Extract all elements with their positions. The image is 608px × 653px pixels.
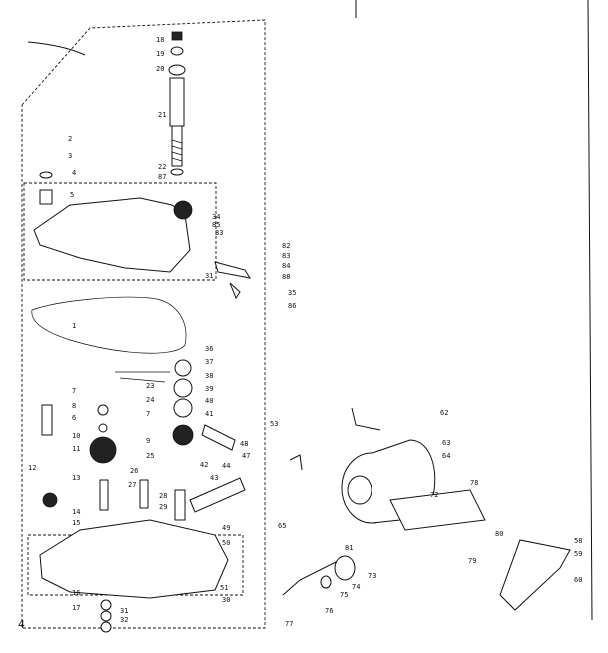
label-12: 12: [28, 464, 36, 472]
label-43: 43: [210, 474, 218, 482]
label-88: 88: [282, 273, 290, 281]
label-58: 58: [574, 537, 582, 545]
label-24: 24: [146, 396, 154, 404]
label-50: 50: [222, 539, 230, 547]
label-7b: 7: [146, 410, 150, 418]
label-23: 23: [146, 382, 154, 390]
label-8: 8: [72, 402, 76, 410]
label-82: 82: [282, 242, 290, 250]
top-cover: [23, 171, 217, 281]
label-87: 87: [158, 173, 166, 181]
link-arm-2: [229, 282, 241, 300]
label-83: 83: [282, 252, 290, 260]
label-37: 37: [205, 358, 213, 366]
label-10: 10: [72, 432, 80, 440]
label-40: 40: [205, 397, 213, 405]
gear-stack: [41, 359, 246, 521]
page-number: 4: [18, 618, 25, 631]
label-26: 26: [130, 467, 138, 475]
motor-assembly: [289, 407, 486, 531]
label-30: 30: [222, 596, 230, 604]
assembly-boundary: [21, 19, 266, 629]
label-31b: 31: [120, 607, 128, 615]
label-64: 64: [442, 452, 450, 460]
label-5: 5: [70, 191, 74, 199]
label-35: 35: [288, 289, 296, 297]
label-9: 9: [146, 437, 150, 445]
label-65: 65: [278, 522, 286, 530]
label-59: 59: [574, 550, 582, 558]
label-6: 6: [72, 414, 76, 422]
label-60: 60: [574, 576, 582, 584]
label-19: 19: [156, 50, 164, 58]
label-72: 72: [430, 491, 438, 499]
label-29: 29: [159, 503, 167, 511]
label-17: 17: [72, 604, 80, 612]
label-77: 77: [285, 620, 293, 628]
label-42: 42: [200, 461, 208, 469]
label-20: 20: [156, 65, 164, 73]
pulley-2: [320, 575, 332, 589]
label-15: 15: [72, 519, 80, 527]
label-39: 39: [205, 385, 213, 393]
label-79: 79: [468, 557, 476, 565]
label-31: 31: [205, 272, 213, 280]
part-labels: 18 19 20 21 22 87 2 3 4 5 34 85 33 82 83…: [28, 36, 582, 628]
label-18: 18: [156, 36, 164, 44]
label-25: 25: [146, 452, 154, 460]
label-38: 38: [205, 372, 213, 380]
link-arm: [214, 261, 252, 279]
label-51: 51: [220, 584, 228, 592]
label-1: 1: [72, 322, 76, 330]
label-4: 4: [72, 169, 76, 177]
label-48: 48: [240, 440, 248, 448]
label-86: 86: [288, 302, 296, 310]
gasket: [31, 296, 187, 354]
label-53: 53: [270, 420, 278, 428]
label-84: 84: [282, 262, 290, 270]
label-81: 81: [345, 544, 353, 552]
label-3: 3: [68, 152, 72, 160]
label-2: 2: [68, 135, 72, 143]
label-73: 73: [368, 572, 376, 580]
label-85: 85: [212, 221, 220, 229]
label-44: 44: [222, 462, 230, 470]
label-78: 78: [470, 479, 478, 487]
label-7a: 7: [72, 387, 76, 395]
label-75: 75: [340, 591, 348, 599]
label-76: 76: [325, 607, 333, 615]
label-62: 62: [440, 409, 448, 417]
pulley: [334, 555, 356, 581]
label-36: 36: [205, 345, 213, 353]
label-11: 11: [72, 445, 80, 453]
gear-case: [27, 519, 244, 633]
label-80: 80: [495, 530, 503, 538]
label-47: 47: [242, 452, 250, 460]
label-27: 27: [128, 481, 136, 489]
label-28: 28: [159, 492, 167, 500]
label-22: 22: [158, 163, 166, 171]
label-74: 74: [352, 583, 360, 591]
right-frame-line: [587, 0, 593, 621]
label-21: 21: [158, 111, 166, 119]
label-14: 14: [72, 508, 80, 516]
label-41: 41: [205, 410, 213, 418]
label-33: 33: [215, 229, 223, 237]
label-63: 63: [442, 439, 450, 447]
label-16: 16: [72, 589, 80, 597]
leader-1: [27, 41, 86, 56]
label-13: 13: [72, 474, 80, 482]
label-49: 49: [222, 524, 230, 532]
mounting-bracket: [499, 539, 571, 611]
shaft-assembly: [168, 31, 186, 176]
lower-arm: [201, 424, 236, 451]
label-32: 32: [120, 616, 128, 624]
label-34: 34: [212, 213, 220, 221]
